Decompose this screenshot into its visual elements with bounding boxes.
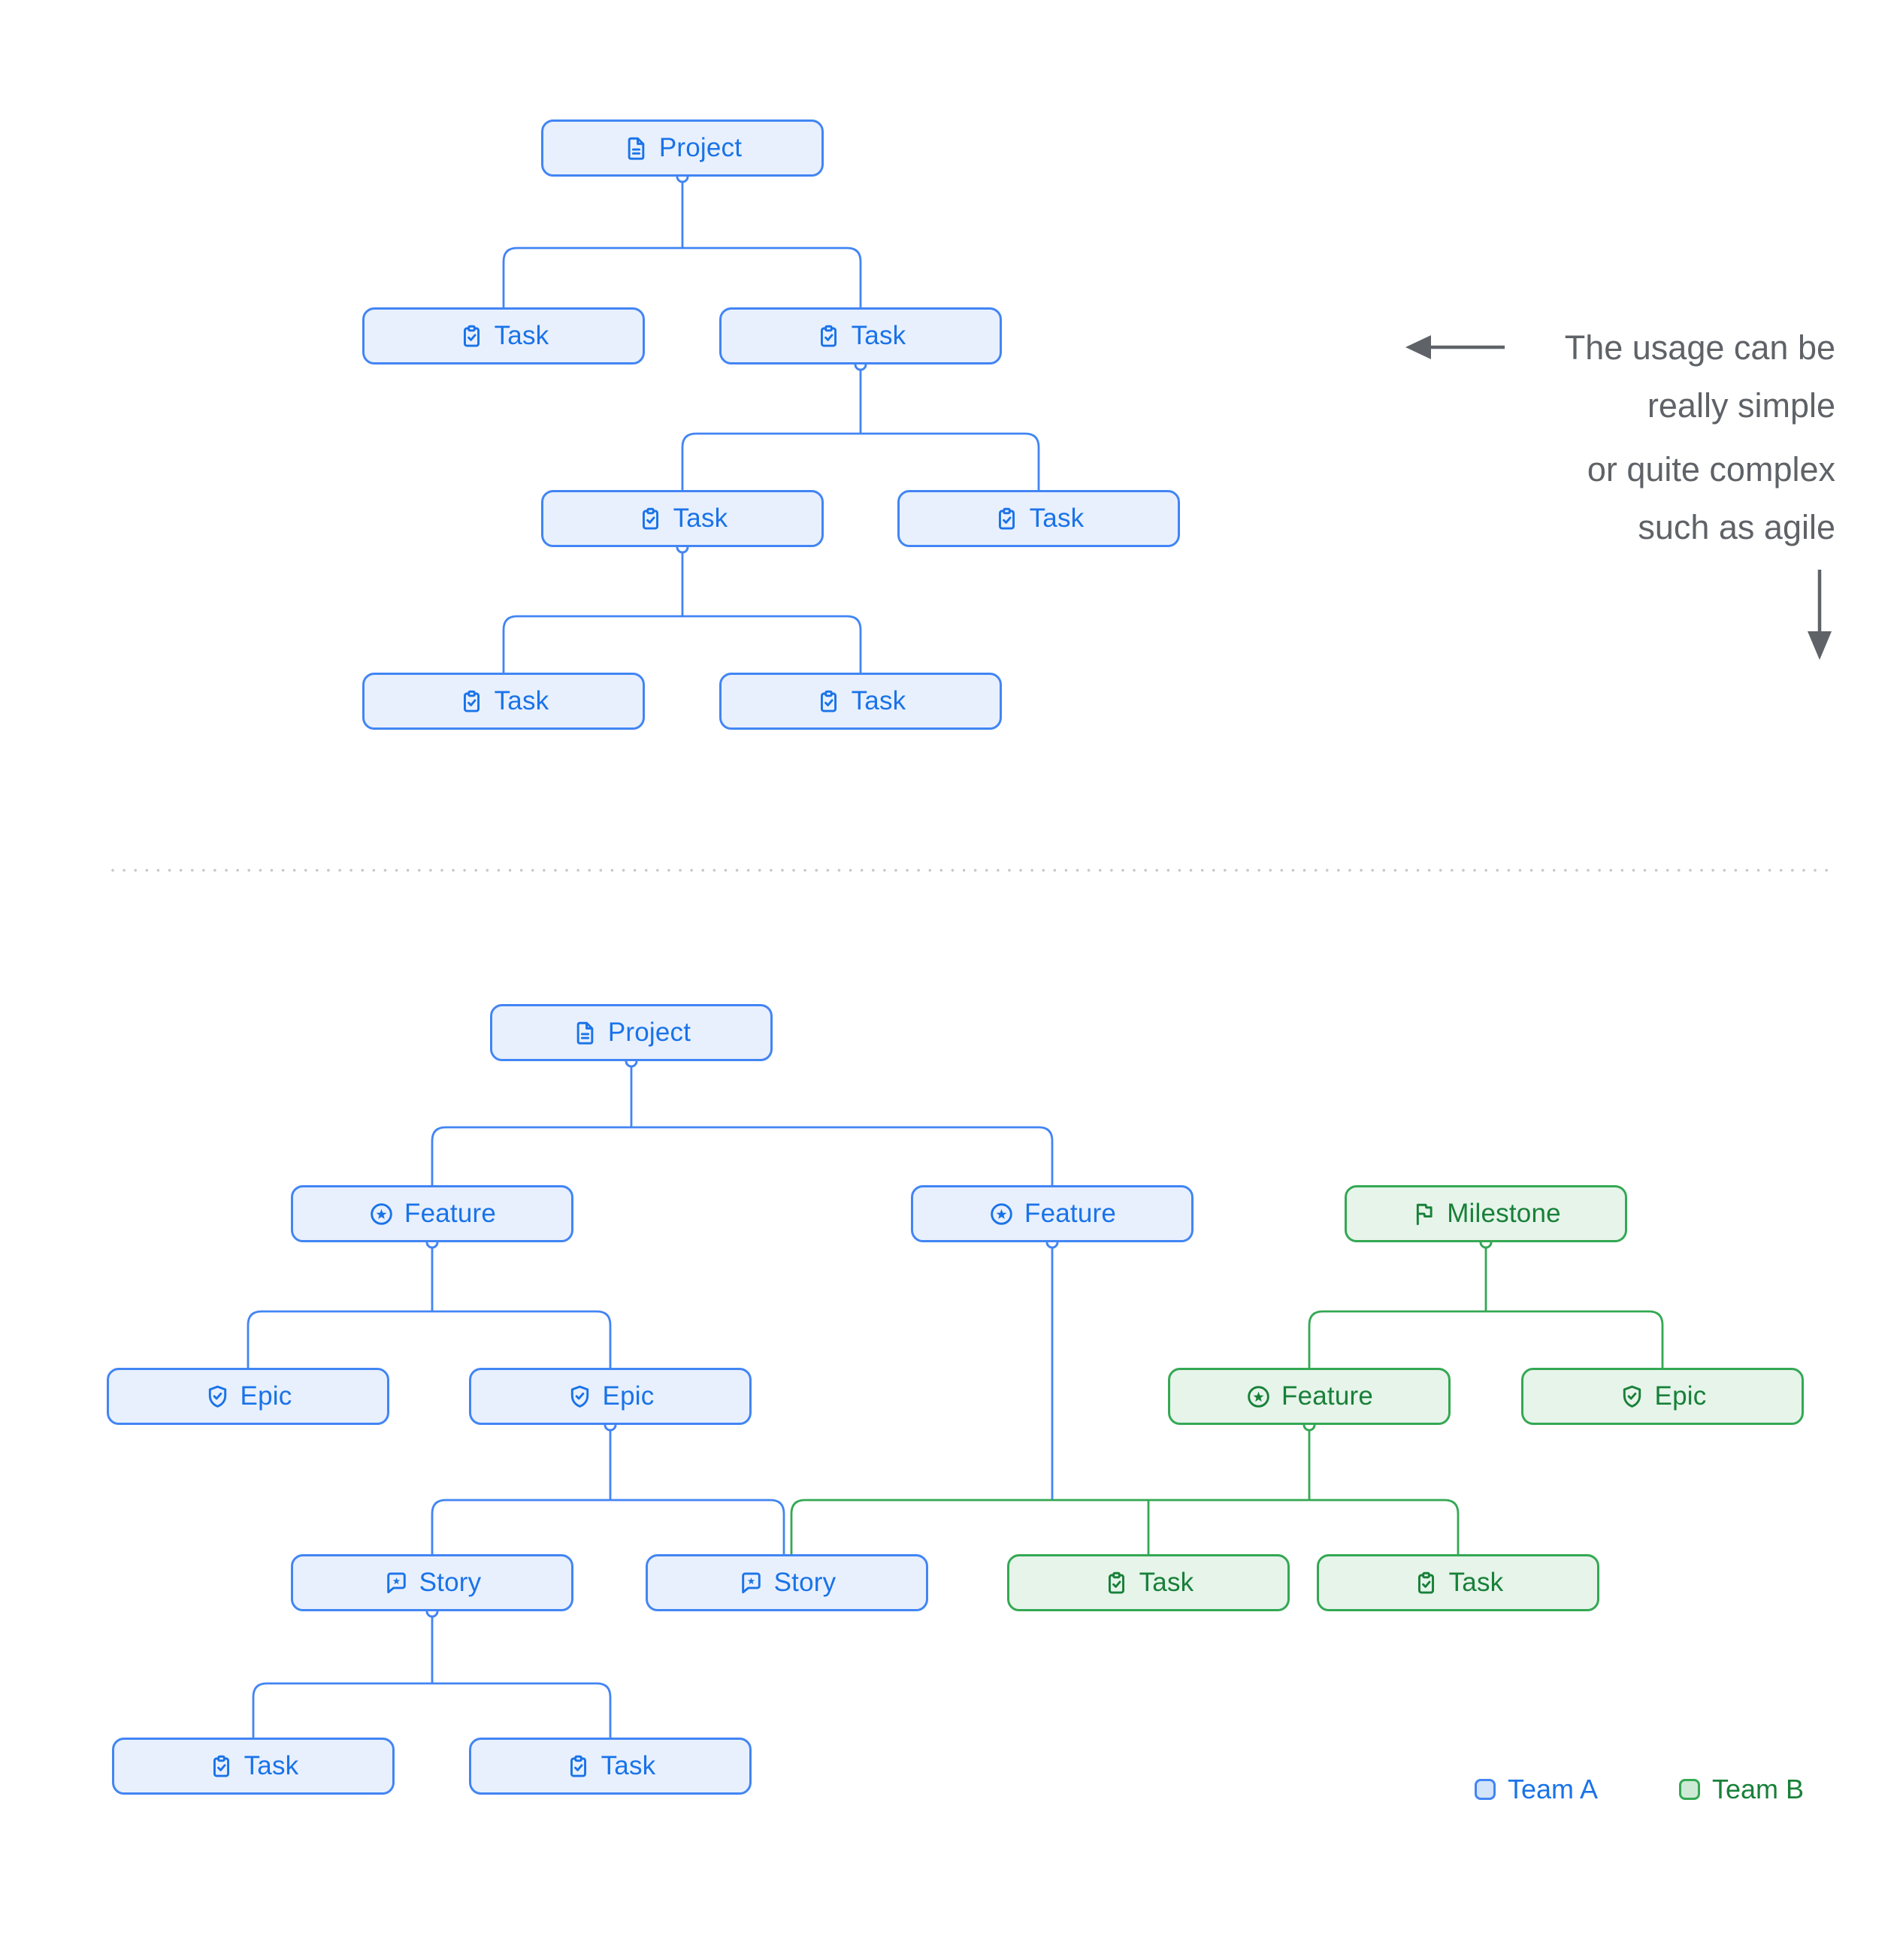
node-task: Task: [1007, 1554, 1290, 1611]
task-icon: [458, 323, 485, 349]
legend-label: Team B: [1712, 1774, 1805, 1804]
annotation-line: or quite complex: [1587, 450, 1835, 488]
node-label: Task: [1448, 1568, 1504, 1597]
legend-team-a: Team A: [1475, 1774, 1599, 1804]
task-icon: [458, 688, 485, 715]
node-task: Task: [362, 673, 645, 730]
node-label: Milestone: [1447, 1199, 1561, 1228]
left-arrow-head: [1405, 335, 1431, 359]
node-label: Feature: [1024, 1199, 1117, 1228]
feature-icon: [988, 1201, 1015, 1227]
node-label: Task: [601, 1751, 656, 1780]
feature-icon: [368, 1201, 395, 1227]
task-icon: [815, 323, 842, 349]
node-epic: Epic: [107, 1368, 389, 1425]
connector-milestone-to-children: [1308, 1248, 1664, 1368]
annotation-line: The usage can be: [1564, 328, 1835, 367]
task-icon: [637, 506, 664, 532]
node-label: Story: [773, 1568, 837, 1597]
task-icon: [1103, 1570, 1130, 1596]
story-icon: [738, 1570, 764, 1596]
node-label: Task: [1139, 1568, 1194, 1597]
node-feature: Feature: [911, 1185, 1194, 1242]
node-label: Epic: [1654, 1381, 1707, 1411]
milestone-icon: [1411, 1201, 1437, 1227]
node-label: Task: [244, 1751, 299, 1780]
node-task: Task: [897, 490, 1180, 547]
project-icon: [572, 1020, 598, 1046]
node-task: Task: [541, 490, 824, 547]
node-label: Task: [494, 321, 549, 350]
legend-team-b: Team B: [1679, 1774, 1805, 1804]
node-project: Project: [541, 119, 824, 177]
node-story: Story: [646, 1554, 928, 1611]
connector-epic2-to-stories: [431, 1430, 785, 1554]
node-task: Task: [362, 307, 645, 364]
node-milestone: Milestone: [1345, 1185, 1627, 1242]
down-arrow-head: [1808, 631, 1832, 660]
node-task: Task: [1317, 1554, 1599, 1611]
node-feature: Feature: [291, 1185, 573, 1242]
node-task: Task: [719, 673, 1002, 730]
epic-icon: [204, 1384, 231, 1410]
node-label: Task: [673, 504, 728, 533]
task-icon: [208, 1753, 234, 1780]
node-feature: Feature: [1168, 1368, 1451, 1425]
node-epic: Epic: [1521, 1368, 1804, 1425]
team-a-swatch: [1475, 1779, 1496, 1800]
node-label: Epic: [240, 1381, 292, 1411]
node-label: Project: [658, 133, 743, 162]
task-icon: [994, 506, 1020, 532]
node-task: Task: [112, 1738, 395, 1795]
annotation-line: such as agile: [1638, 508, 1835, 546]
task-icon: [565, 1753, 591, 1780]
team-b-swatch: [1679, 1779, 1700, 1800]
story-icon: [383, 1570, 410, 1596]
node-story: Story: [291, 1554, 573, 1611]
node-label: Epic: [602, 1381, 655, 1411]
node-label: Task: [851, 686, 906, 715]
epic-icon: [567, 1384, 593, 1410]
node-label: Feature: [404, 1199, 497, 1228]
node-label: Story: [419, 1568, 482, 1597]
node-label: Task: [494, 686, 549, 715]
node-task: Task: [719, 307, 1002, 364]
node-label: Task: [1029, 504, 1085, 533]
connector-task3-to-children: [502, 552, 862, 673]
legend-label: Team A: [1508, 1774, 1599, 1804]
task-icon: [1413, 1570, 1439, 1596]
node-task: Task: [469, 1738, 752, 1795]
node-label: Project: [607, 1018, 691, 1047]
annotation-text: The usage can be really simple or quite …: [1565, 319, 1835, 556]
node-label: Feature: [1281, 1381, 1374, 1411]
task-icon: [815, 688, 842, 715]
feature-icon: [1245, 1384, 1272, 1410]
node-label: Task: [851, 321, 906, 350]
node-project: Project: [490, 1004, 773, 1061]
project-icon: [623, 135, 649, 162]
connector-task2-to-children: [681, 370, 1040, 490]
connector-feature1-to-epics: [247, 1248, 612, 1368]
epic-icon: [1619, 1384, 1645, 1410]
connector-project-to-tasks: [502, 182, 862, 307]
node-epic: Epic: [469, 1368, 752, 1425]
connector-project2-to-features: [431, 1066, 1054, 1185]
connector-story1-to-tasks: [252, 1617, 612, 1738]
connector-shared-trunk: [790, 1499, 1460, 1554]
annotation-line: really simple: [1647, 386, 1835, 425]
